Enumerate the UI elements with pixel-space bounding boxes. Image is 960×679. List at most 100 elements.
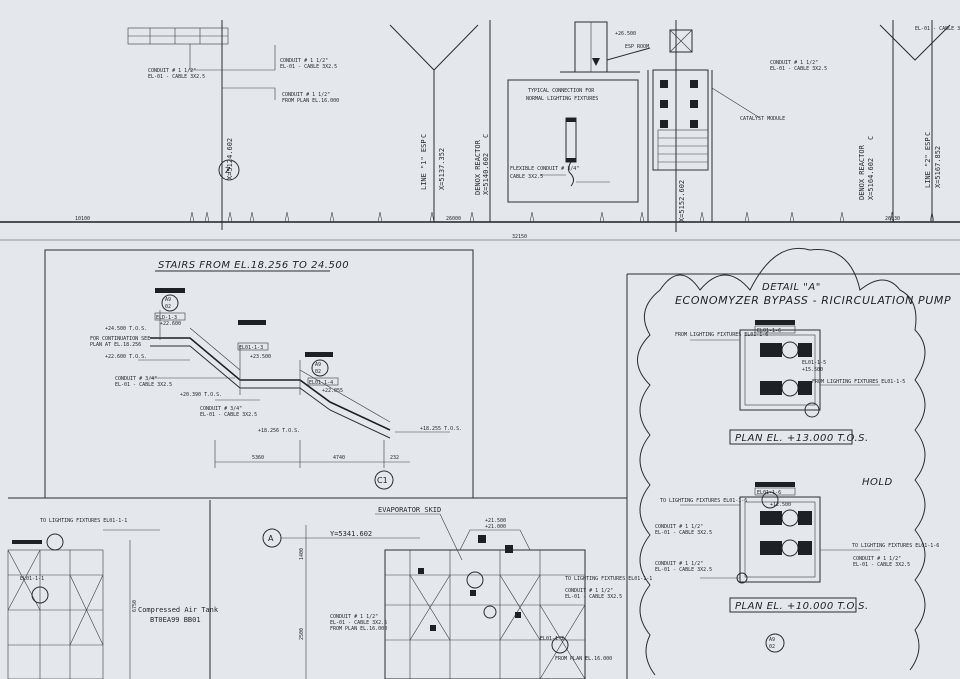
drawing-label: CONDUIT # 1 1/2" — [280, 58, 328, 64]
drawing-label: +23.500 — [250, 354, 271, 360]
drawing-label: C1 — [377, 476, 388, 485]
drawing-label: EL-01 - CABLE 3X2.5 — [148, 74, 205, 80]
top-section: Z X=5124.602 LINE "1" ESP C X=5137.352 D… — [0, 20, 960, 241]
drawing-label: NORMAL LIGHTING FIXTURES — [526, 96, 598, 102]
drawing-label: EL01-1-1 — [20, 576, 44, 582]
drawing-label: FROM LIGHTING FIXTURES EL01-1-5 — [812, 379, 905, 385]
drawing-label: +18.255 T.O.S. — [420, 426, 462, 432]
drawing-label: EL01-1-5 — [802, 360, 826, 366]
drawing-label: ESP ROOM — [625, 44, 649, 50]
drawing-label: LINE "1" ESP — [420, 139, 428, 190]
fixture-tag-3: A9 02 EL01-1-4 +22.055 — [305, 352, 343, 394]
drawing-label: STAIRS FROM EL.18.256 TO 24.500 — [158, 260, 349, 271]
drawing-label: ECONOMYZER BYPASS - RICIRCULATION PUMP — [675, 294, 951, 307]
drawing-label: CONDUIT # 1 1/2" — [770, 60, 818, 66]
drawing-label: A — [268, 534, 274, 543]
drawing-label: X=5137.352 — [438, 148, 446, 190]
drawing-label: 232 — [390, 455, 399, 461]
drawing-label: X=5167.852 — [934, 146, 942, 188]
drawing-label: PLAN AT EL.18.256 — [90, 342, 141, 348]
drawing-label: EL-01 - CABLE 3X2.5 — [330, 620, 387, 626]
drawing-label: +22.600 — [160, 321, 181, 327]
drawing-label: +26.500 — [615, 31, 636, 37]
drawing-label: C — [420, 134, 428, 138]
drawing-label: C — [924, 132, 932, 136]
bottom-section: TO LIGHTING FIXTURES EL01-1-1 EL01-1-1 6… — [7, 497, 652, 679]
drawing-label: 02 — [769, 644, 775, 650]
drawing-label: +18.256 T.O.S. — [258, 428, 300, 434]
drawing-label: +20.390 T.O.S. — [180, 392, 222, 398]
drawing-label: CONDUIT # 1 1/2" — [853, 556, 901, 562]
drawing-label: 26030 — [885, 216, 900, 222]
drawing-label: FROM LIGHTING FIXTURES EL01-1-6 — [675, 332, 768, 338]
drawing-label: CONDUIT # 1 1/2" — [282, 92, 330, 98]
detail-a-section: DETAIL "A" ECONOMYZER BYPASS - RICIRCULA… — [626, 247, 960, 679]
drawing-label: 32150 — [512, 234, 527, 240]
drawing-label: C — [867, 136, 875, 140]
drawing-label: DENOX REACTOR — [858, 144, 866, 200]
drawing-label: EL-01 - CABLE 3X2.5 — [915, 26, 960, 32]
drawing-label: EL01-1-6 — [757, 328, 781, 334]
drawing-label: TYPICAL CONNECTION FOR — [528, 88, 595, 94]
drawing-label: CONDUIT # 1 1/2" — [655, 524, 703, 530]
fixture-tag-2: EL01-1-3 +23.500 — [237, 320, 271, 360]
drawing-label: +21.000 — [485, 524, 506, 530]
drawing-label: EL01-1-2 — [540, 636, 564, 642]
drawing-label: 4740 — [333, 455, 345, 461]
drawing-label: 2500 — [299, 628, 305, 640]
drawing-label: FROM PLAN EL.16.000 — [330, 626, 387, 632]
drawing-label: EL01-1-3 — [239, 345, 263, 351]
drawing-label: EL-01 - CABLE 3X2.5 — [853, 562, 910, 568]
esp-equipment: ESP ROOM +26.500 CATALYST MODULE — [560, 21, 785, 222]
stairs-section: STAIRS FROM EL.18.256 TO 24.500 A9 02 EL… — [8, 249, 474, 499]
drawing-label: Z — [225, 166, 231, 175]
drawing-label: BT0EA99 BB01 — [150, 616, 201, 624]
plan-10000: EL01-1-6 +12.500 TO LIGHTING FIXTURES EL… — [655, 482, 939, 653]
drawing-label: HOLD — [862, 477, 893, 488]
drawing-label: 02 — [315, 369, 321, 375]
drawing-label: FLEXIBLE CONDUIT # 3/4" — [510, 166, 579, 172]
drawing-label: EL01-1-4 — [309, 380, 333, 386]
drawing-label: A9 — [769, 637, 775, 643]
drawing-label: 26000 — [446, 216, 461, 222]
grid-bubble-c1: C1 — [374, 470, 394, 490]
drawing-label: +15.500 — [802, 367, 823, 373]
drawing-label: DENOX REACTOR — [474, 139, 482, 195]
grid-bubble-a: A — [262, 528, 282, 548]
drawing-label: DETAIL "A" — [762, 282, 821, 293]
drawing-label: C — [482, 134, 490, 138]
drawing-label: CONDUIT # 1 1/2" — [565, 588, 613, 594]
drawing-label: +24.500 T.O.S. — [105, 326, 147, 332]
drawing-label: CATALYST MODULE — [740, 116, 785, 122]
drawing-label: +12.500 — [770, 502, 791, 508]
drawing-label: EL-01 - CABLE 3X2.5 — [655, 530, 712, 536]
drawing-label: EL-01 - CABLE 3X2.5 — [200, 412, 257, 418]
drawing-label: 6750 — [132, 600, 138, 612]
drawing-label: EL01-1-6 — [757, 490, 781, 496]
drawing-label: ELD-1-3 — [156, 315, 177, 321]
drawing-label: CONDUIT # 1 1/2" — [330, 614, 378, 620]
fixture-tag-1: A9 02 ELD-1-3 — [154, 288, 186, 321]
drawing-label: FROM PLAN EL.16.000 — [555, 656, 612, 662]
drawing-label: EL-01 - CABLE 3X2.5 — [655, 567, 712, 573]
drawing-label: X=5164.602 — [867, 158, 875, 200]
drawing-label: 1400 — [299, 548, 305, 560]
drawing-label: EL-01 - CABLE 3X2.5 — [770, 66, 827, 72]
drawing-label: 5360 — [252, 455, 264, 461]
drawing-label: LINE "2" ESP — [924, 137, 932, 188]
drawing-label: A9 — [315, 362, 321, 368]
drawing-label: CABLE 3X2.5 — [510, 174, 543, 180]
plan-13000: EL01-1-6 FROM LIGHTING FIXTURES EL01-1-6… — [675, 320, 905, 445]
evaporator-skid: EVAPORATOR SKID +21.500 — [330, 506, 652, 679]
drawing-label: Compressed Air Tank — [138, 606, 219, 614]
drawing-label: EL-01 - CABLE 3X2.5 — [565, 594, 622, 600]
drawing-label: 10100 — [75, 216, 90, 222]
drawing-label: +21.500 — [485, 518, 506, 524]
drawing-label: X=5140.602 — [482, 153, 490, 195]
drawing-label: CONDUIT # 3/4" — [115, 376, 157, 382]
drawing-label: TO LIGHTING FIXTURES EL01-1-1 — [565, 576, 652, 582]
drawing-label: CONDUIT # 1 1/2" — [148, 68, 196, 74]
drawing-label: FROM PLAN EL.16.000 — [282, 98, 339, 104]
drawing-label: TO LIGHTING FIXTURES EL01-1-6 — [660, 498, 747, 504]
